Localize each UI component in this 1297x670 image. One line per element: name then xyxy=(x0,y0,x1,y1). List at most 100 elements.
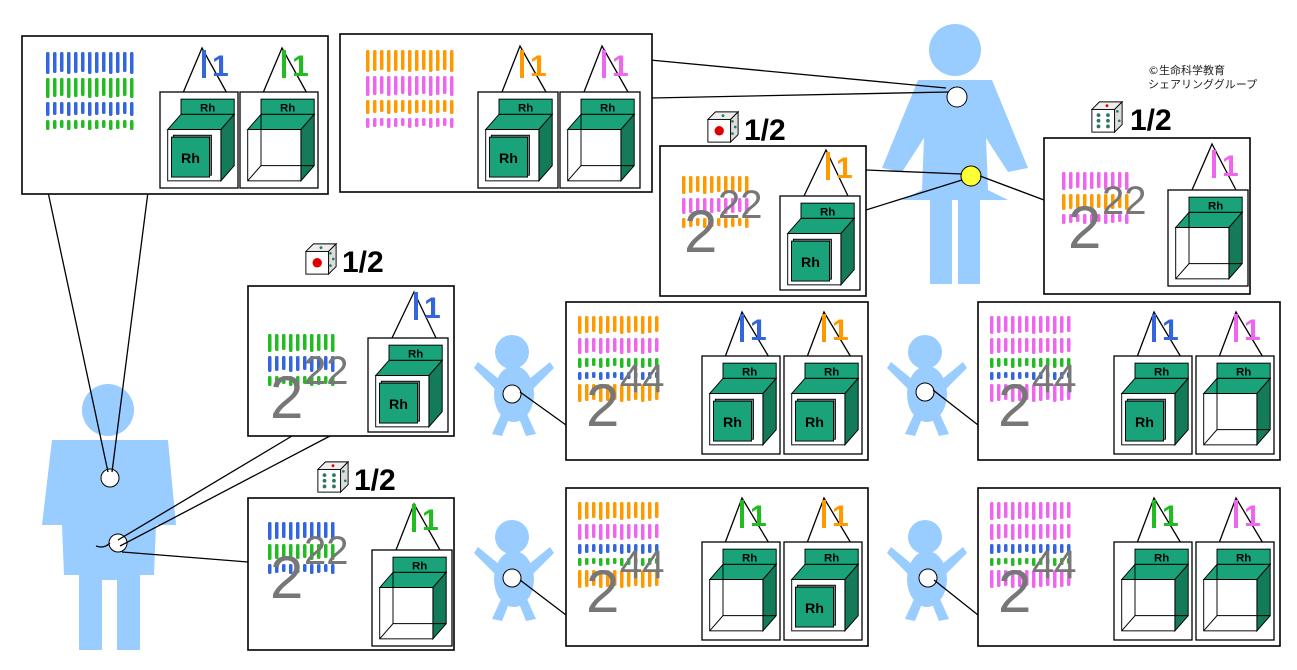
chromosome-bar xyxy=(1004,316,1008,332)
chromosome-bar xyxy=(60,52,64,72)
chromosome-bar xyxy=(606,372,610,379)
chromosome-bar xyxy=(627,544,631,553)
chromosome-bar xyxy=(102,120,106,128)
chromosome-bar xyxy=(990,316,994,334)
chromosome-bar xyxy=(599,338,603,354)
chromosome-bar xyxy=(1060,316,1064,333)
chromosome-bar xyxy=(275,376,279,385)
chromosome-bar xyxy=(53,102,57,115)
chromosome-bar xyxy=(724,176,728,194)
chromosome-bar xyxy=(696,176,700,192)
chromosome-bar xyxy=(324,356,328,370)
chromosome-bar xyxy=(310,356,314,372)
chromosome-bar xyxy=(394,50,398,71)
chromosome-bar xyxy=(1060,502,1064,519)
chromosome-marker xyxy=(740,500,744,528)
chromosome-bar xyxy=(613,544,617,552)
chromosome-one-label: 1 xyxy=(1162,314,1179,347)
chromosome-bar xyxy=(1083,194,1087,210)
chromosome-bar xyxy=(641,358,645,368)
chromosome-count-label: 2 xyxy=(586,558,619,625)
chromosome-bar xyxy=(401,100,405,112)
chromosome-bar xyxy=(303,564,307,572)
chromosome-bar xyxy=(401,76,405,94)
chromosome-bar xyxy=(296,544,300,559)
chromosome-bar xyxy=(1067,544,1071,552)
chromosome-count-superscript: 22 xyxy=(1102,179,1147,223)
chromosome-marker xyxy=(520,50,524,78)
chromosome-bar xyxy=(1067,358,1071,366)
chromosome-bar xyxy=(1067,316,1071,332)
chromosome-one-label: 1 xyxy=(1244,500,1261,533)
chromosome-bar xyxy=(1004,338,1008,352)
chromosome-one-label: 1 xyxy=(832,500,849,533)
chromosome-one-label: 1 xyxy=(832,314,849,347)
chromosome-bar xyxy=(1097,214,1101,222)
chromosome-count-label: 2 xyxy=(684,198,717,265)
chromosome-bar xyxy=(1097,194,1101,208)
chromosome-bar xyxy=(634,338,638,352)
chromosome-marker xyxy=(1152,314,1156,342)
chromosome-bar xyxy=(436,76,440,95)
chromosome-bar xyxy=(990,384,994,402)
chromosome-bar xyxy=(1118,214,1122,222)
chromosome-bar xyxy=(373,76,377,95)
chromosome-bar xyxy=(1018,358,1022,367)
chromosome-bar xyxy=(289,564,293,574)
chromosome-bar xyxy=(436,100,440,113)
chromosome-count-superscript: 22 xyxy=(718,183,763,227)
chromosome-bar xyxy=(578,338,582,354)
chromosome-bar xyxy=(634,570,638,586)
chromosome-bar xyxy=(585,358,589,367)
chromosome-bar xyxy=(578,502,582,520)
chromosome-bar xyxy=(380,76,384,94)
chromosome-bar xyxy=(1053,338,1057,354)
callout-pointer xyxy=(1218,496,1263,543)
chromosome-bar xyxy=(331,522,335,540)
chromosome-bar xyxy=(46,52,50,74)
baby-icon xyxy=(474,335,554,436)
chromosome-one-label: 1 xyxy=(422,504,439,537)
chromosome-bar xyxy=(408,50,412,72)
chromosome-bar xyxy=(1039,384,1043,401)
chromosome-bar xyxy=(88,52,92,74)
chromosome-bar xyxy=(620,316,624,334)
chromosome-bar xyxy=(648,372,652,379)
chromosome-bar xyxy=(1060,384,1064,401)
chromosome-bar xyxy=(592,358,596,366)
chromosome-count-superscript: 22 xyxy=(304,529,349,573)
chromosome-count-superscript: 22 xyxy=(304,349,349,393)
chromosome-bar xyxy=(738,218,742,226)
chromosome-bar xyxy=(324,564,328,572)
chromosome-bar xyxy=(1060,372,1064,379)
chromosome-bar xyxy=(46,102,50,116)
chromosome-bar xyxy=(592,372,596,378)
callout-pointer xyxy=(806,496,851,543)
chromosome-bar xyxy=(1067,524,1071,538)
chromosome-bar xyxy=(613,384,617,400)
chromosome-bar xyxy=(116,78,120,97)
chromosome-bar xyxy=(585,544,589,553)
chromosome-bar xyxy=(1039,502,1043,519)
chromosome-bar xyxy=(620,524,624,540)
chromosome-bar xyxy=(123,52,127,72)
chromosome-bar xyxy=(655,384,659,400)
chromosome-bar xyxy=(436,50,440,71)
chromosome-bar xyxy=(53,78,57,97)
chromosome-bar xyxy=(613,372,617,378)
chromosome-bar xyxy=(373,100,377,113)
chromosome-bar xyxy=(102,78,106,96)
chromosome-bar xyxy=(366,100,370,114)
chromosome-bar xyxy=(1011,544,1015,554)
chromosome-bar xyxy=(1018,338,1022,353)
chromosome-bar xyxy=(331,544,335,560)
chromosome-bar xyxy=(634,524,638,538)
chromosome-bar xyxy=(745,218,749,228)
chromosome-bar xyxy=(310,564,314,574)
chromosome-bar xyxy=(599,570,603,588)
chromosome-bar xyxy=(1025,316,1029,332)
chromosome-bar xyxy=(1011,372,1015,380)
chromosome-bar xyxy=(1046,544,1050,552)
chromosome-marker xyxy=(202,50,206,78)
chromosome-bar xyxy=(303,522,307,538)
